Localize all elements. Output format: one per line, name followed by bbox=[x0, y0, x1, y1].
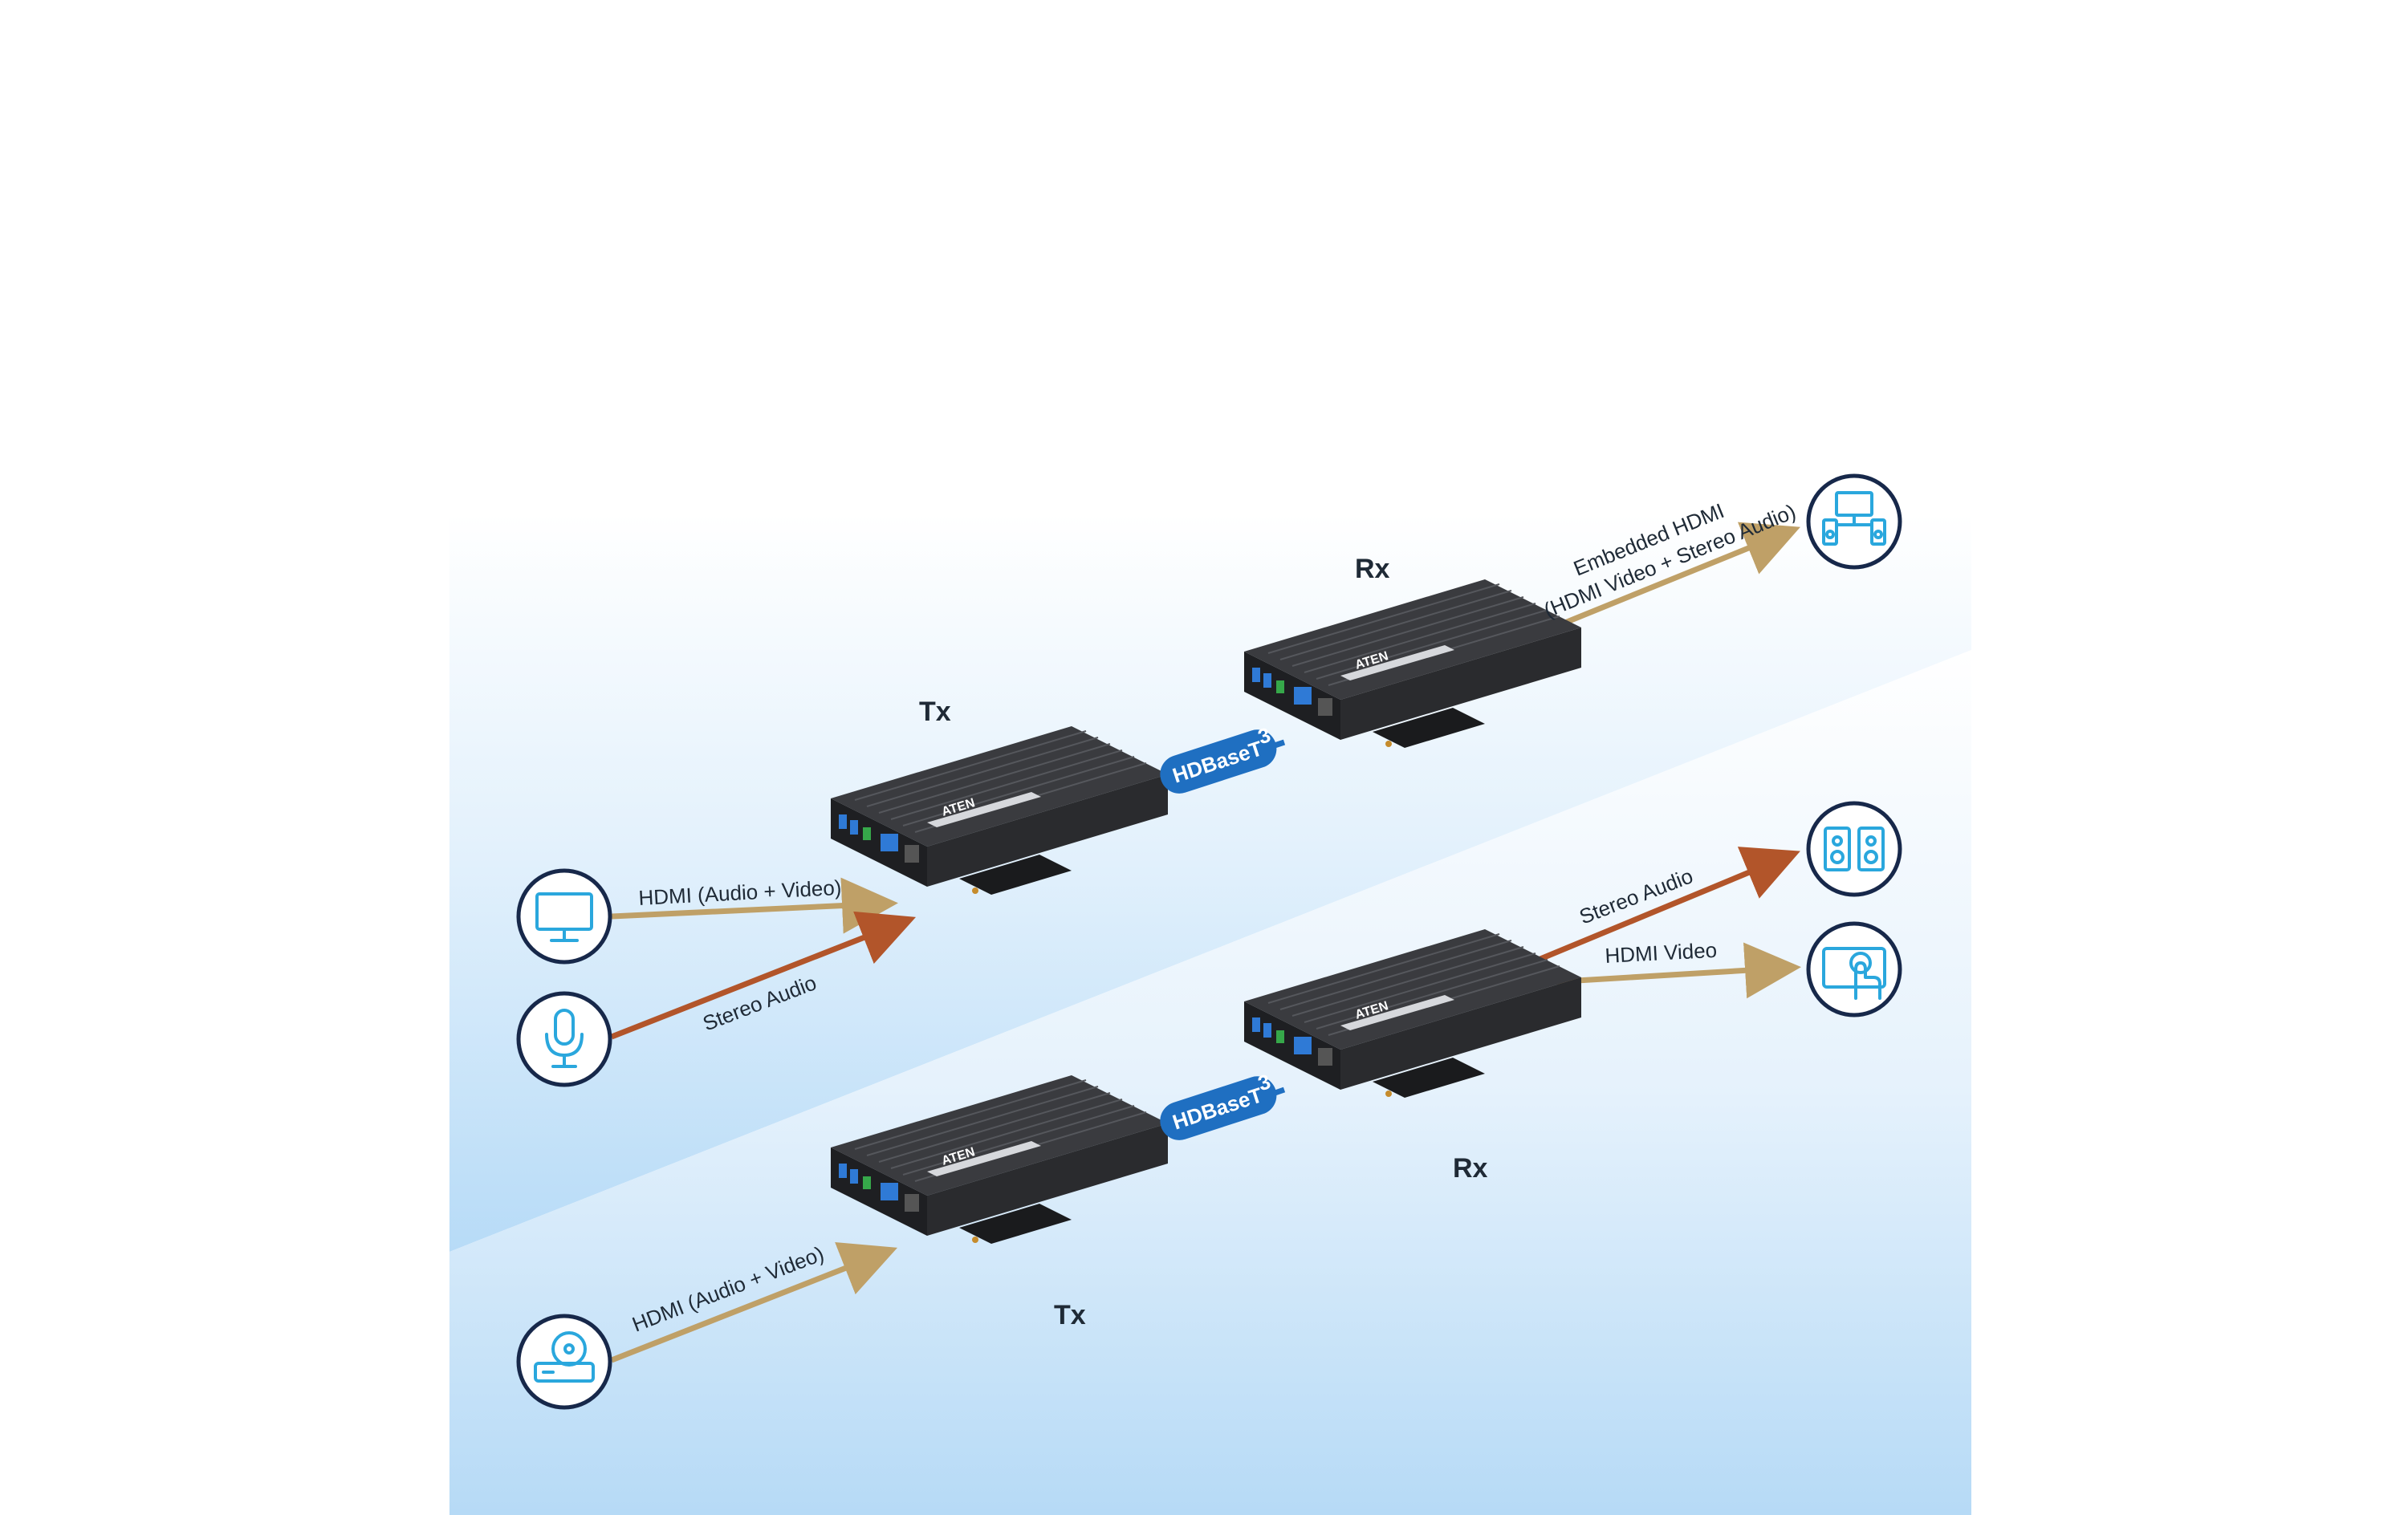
top-tx-title: Tx bbox=[919, 697, 951, 727]
bottom-output-1-arrow bbox=[1519, 847, 1800, 970]
bottom-rx-device: ATEN bbox=[1243, 928, 1582, 1099]
microphone-icon bbox=[516, 991, 612, 1087]
monitor-icon bbox=[516, 868, 612, 965]
speakers-icon bbox=[1806, 801, 1902, 897]
home-theater-icon bbox=[1806, 473, 1902, 570]
top-tx-device: ATEN bbox=[830, 725, 1169, 896]
media-player-icon bbox=[516, 1314, 612, 1410]
top-input-1-arrow bbox=[611, 877, 898, 934]
bottom-tx-device: ATEN bbox=[830, 1074, 1169, 1245]
bottom-rx-title: Rx bbox=[1453, 1153, 1488, 1184]
top-output-arrow bbox=[1548, 522, 1800, 632]
top-rx-title: Rx bbox=[1355, 554, 1390, 584]
bottom-output-2-label: HDMI Video bbox=[1605, 938, 1718, 968]
bottom-input-arrow bbox=[610, 1241, 898, 1363]
bottom-panel-background bbox=[449, 650, 1971, 1515]
top-rx-device: ATEN bbox=[1243, 579, 1582, 749]
top-input-2-arrow bbox=[610, 911, 917, 1040]
bottom-tx-title: Tx bbox=[1054, 1300, 1086, 1330]
top-panel-background bbox=[449, 514, 1971, 1252]
touch-display-icon bbox=[1806, 921, 1902, 1017]
